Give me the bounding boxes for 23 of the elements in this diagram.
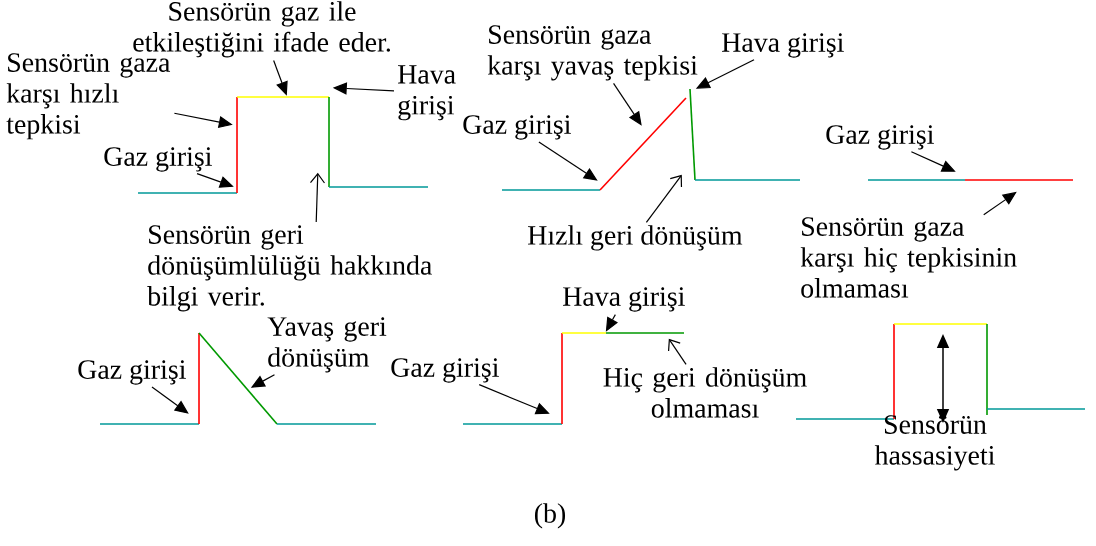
callout-text: Sensörün geri dönüşümlülüğü hakkında bilgi verir. xyxy=(147,225,432,312)
callout-text: Hava girişi xyxy=(722,33,844,58)
leader-arrow xyxy=(605,314,618,332)
callout-text: Gaz girişi xyxy=(104,147,212,172)
leader-arrow xyxy=(538,141,598,181)
callout-text: Gaz girişi xyxy=(78,360,186,385)
callout-text: Sensörün gaza karşı yavaş tepkisi xyxy=(487,25,698,81)
leader-arrow xyxy=(612,82,642,126)
leader-arrow xyxy=(309,172,326,223)
callout-text: Hiç geri dönüşüm olmaması xyxy=(603,367,807,418)
callout-text: Hızlı geri dönüşüm xyxy=(528,225,743,251)
leader-arrow xyxy=(645,174,683,223)
callout-text: Hava girişi xyxy=(563,287,685,312)
callout-text: Gaz girişi xyxy=(463,115,571,140)
callout-text: Hava girişi xyxy=(398,65,456,121)
callout-text: Gaz girişi xyxy=(826,125,934,150)
callout-text: Sensörün gaza karşı hiç tepkisinin olmaması xyxy=(800,217,1017,298)
leader-arrow xyxy=(151,386,189,414)
leader-arrow xyxy=(668,338,687,365)
callout-text: Gaz girişi xyxy=(391,358,499,383)
annotation-text: Sensörün hassasiyeti xyxy=(874,415,995,471)
caption: (b) xyxy=(534,503,566,529)
callout-text: Yavaş geri dönüşüm xyxy=(267,317,387,373)
